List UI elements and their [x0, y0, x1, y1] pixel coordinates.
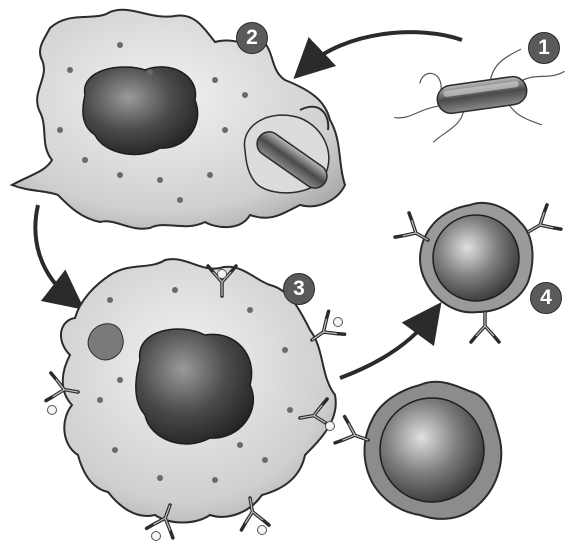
phagocyte-cell: [12, 10, 345, 229]
step-badge-3: 3: [283, 273, 315, 305]
step-badge-4: 4: [530, 282, 562, 314]
step-badge-1: 1: [528, 32, 560, 64]
arrow-bacterium-to-phagocyte: [305, 32, 462, 68]
activated-lymphocyte: [395, 203, 561, 342]
step-badge-2: 2: [236, 22, 268, 54]
lymphocyte-cell: [335, 382, 501, 519]
arrow-presenting-to-lymphocyte: [340, 315, 432, 378]
arrow-phagocyte-to-presenting: [35, 205, 72, 300]
